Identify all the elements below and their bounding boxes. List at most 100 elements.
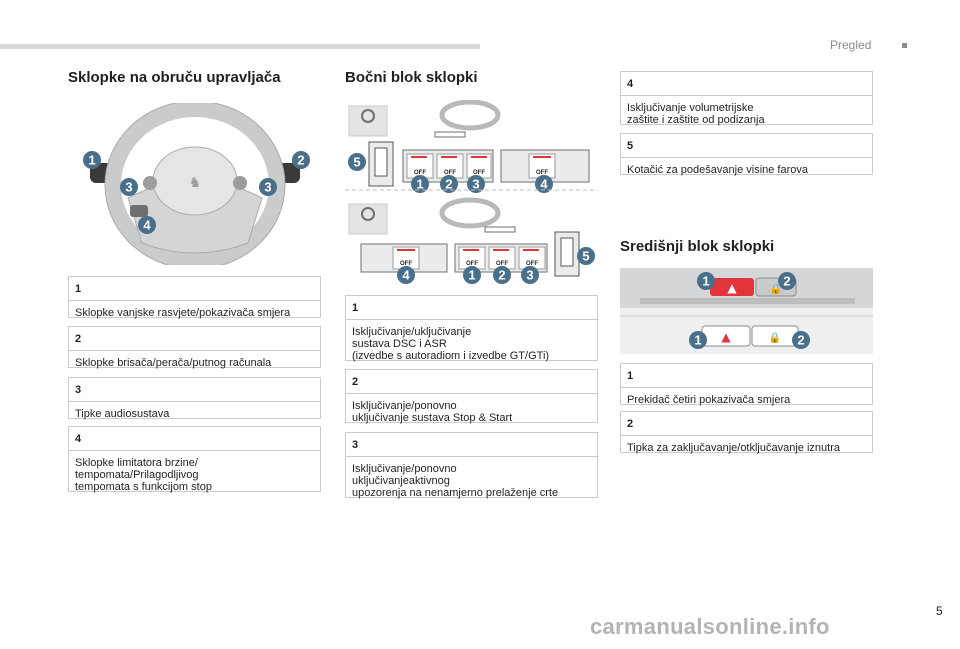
- svg-text:2: 2: [445, 177, 452, 192]
- callout-5-bottom: 5: [577, 247, 595, 265]
- side-heading: Bočni blok sklopki: [345, 69, 478, 86]
- section-title: Pregled: [830, 38, 872, 52]
- side-item-1: 1 Isključivanje/uključivanje sustava DSC…: [345, 295, 598, 362]
- svg-text:2: 2: [498, 268, 505, 283]
- audio-buttons-left: [143, 176, 157, 190]
- item-text: Sklopke limitatora brzine/ tempomata/Pri…: [69, 450, 320, 499]
- callout-4-bottom: 4: [397, 266, 415, 284]
- svg-text:OFF: OFF: [400, 261, 412, 267]
- svg-text:2: 2: [783, 274, 790, 289]
- header-square-icon: [902, 43, 907, 48]
- side-switch-illustration: OFF OFF OFF OFF 5 1 2 3 4 OFF OFF OFF OF…: [345, 100, 598, 284]
- steering-wheel-illustration: ♞ 1 2 3 3 4: [68, 103, 321, 265]
- header-bar: [0, 44, 480, 49]
- svg-text:▲: ▲: [727, 281, 737, 295]
- svg-text:3: 3: [526, 268, 533, 283]
- svg-text:3: 3: [264, 180, 271, 195]
- item-number: 2: [352, 376, 359, 388]
- item-number: 1: [75, 283, 82, 295]
- steering-item-2: 2 Sklopke brisača/perača/putnog računala: [68, 326, 321, 369]
- item-number: 5: [627, 140, 634, 152]
- svg-text:3: 3: [125, 180, 132, 195]
- callout-2: 2: [292, 151, 310, 169]
- callout-2-top: 2: [440, 175, 458, 193]
- steering-item-1: 1 Sklopke vanjske rasvjete/pokazivača sm…: [68, 276, 321, 319]
- callout-3-top: 3: [467, 175, 485, 193]
- bottom-diagram: OFF OFF OFF OFF 4 1 2 3 5: [348, 197, 595, 284]
- wheel-rim: [105, 103, 285, 265]
- center-item-2: 2 Tipka za zaključavanje/otključavanje i…: [620, 411, 873, 454]
- svg-text:OFF: OFF: [473, 170, 485, 176]
- callout-5-top: 5: [348, 153, 366, 171]
- svg-text:🔒: 🔒: [770, 283, 782, 295]
- svg-text:4: 4: [540, 177, 548, 192]
- svg-text:OFF: OFF: [526, 261, 538, 267]
- callout-3-right: 3: [259, 178, 277, 196]
- item-text: Isključivanje volumetrijske zaštite i za…: [621, 95, 872, 132]
- callout-1-bottom: 1: [463, 266, 481, 284]
- side-item-2: 2 Isključivanje/ponovno uključivanje sus…: [345, 369, 598, 424]
- steering-heading: Sklopke na obruču upravljača: [68, 69, 281, 86]
- svg-text:2: 2: [797, 333, 804, 348]
- item-text: Prekidač četiri pokazivača smjera: [621, 387, 872, 412]
- svg-text:OFF: OFF: [466, 261, 478, 267]
- item-text: Tipka za zaključavanje/otključavanje izn…: [621, 435, 872, 460]
- hazard-button-top: [710, 278, 754, 296]
- item-number: 1: [627, 370, 634, 382]
- svg-text:1: 1: [694, 333, 701, 348]
- svg-text:5: 5: [582, 249, 589, 264]
- center-switch-illustration: ▲ 🔒 ▲ 🔒 1 2 1 2: [620, 268, 873, 354]
- svg-text:OFF: OFF: [444, 170, 456, 176]
- item-text: Isključivanje/ponovno uključivanje susta…: [346, 393, 597, 430]
- svg-text:4: 4: [402, 268, 410, 283]
- item-number: 4: [75, 433, 82, 445]
- center-item-1: 1 Prekidač četiri pokazivača smjera: [620, 363, 873, 406]
- svg-text:🔒: 🔒: [769, 332, 781, 344]
- callout-1-bottom: 1: [689, 331, 707, 349]
- callout-2-bottom: 2: [493, 266, 511, 284]
- item-number: 2: [75, 333, 82, 345]
- callout-3-left: 3: [120, 178, 138, 196]
- page-number: 5: [936, 604, 943, 618]
- item-text: Isključivanje/uključivanje sustava DSC i…: [346, 319, 597, 368]
- svg-text:3: 3: [472, 177, 479, 192]
- steering-item-3: 3 Tipke audiosustava: [68, 377, 321, 420]
- item-text: Sklopke brisača/perača/putnog računala: [69, 350, 320, 375]
- svg-text:1: 1: [88, 153, 95, 168]
- top-diagram: OFF OFF OFF OFF 5 1 2 3 4: [348, 100, 590, 193]
- item-number: 3: [352, 439, 359, 451]
- callout-2-top: 2: [778, 272, 796, 290]
- svg-text:▲: ▲: [721, 330, 731, 344]
- item-text: Kotačić za podešavanje visine farova: [621, 157, 872, 182]
- svg-text:1: 1: [702, 274, 709, 289]
- item-number: 1: [352, 302, 359, 314]
- center-heading: Središnji blok sklopki: [620, 238, 775, 255]
- cruise-stalk: [130, 205, 148, 217]
- callout-3-bottom: 3: [521, 266, 539, 284]
- svg-text:OFF: OFF: [496, 261, 508, 267]
- callout-2-bottom: 2: [792, 331, 810, 349]
- svg-text:OFF: OFF: [536, 170, 548, 176]
- item-number: 3: [75, 384, 82, 396]
- svg-text:♞: ♞: [189, 175, 202, 191]
- svg-text:OFF: OFF: [414, 170, 426, 176]
- item-number: 4: [627, 78, 634, 90]
- audio-buttons-right: [233, 176, 247, 190]
- item-text: Sklopke vanjske rasvjete/pokazivača smje…: [69, 300, 320, 325]
- steering-item-4: 4 Sklopke limitatora brzine/ tempomata/P…: [68, 426, 321, 493]
- item-number: 2: [627, 418, 634, 430]
- item-text: Isključivanje/ponovno uključivanjeaktivn…: [346, 456, 597, 505]
- callout-1-top: 1: [697, 272, 715, 290]
- svg-text:1: 1: [468, 268, 475, 283]
- watermark: carmanualsonline.info: [590, 614, 830, 639]
- item-text: Tipke audiosustava: [69, 401, 320, 426]
- svg-text:4: 4: [143, 218, 151, 233]
- svg-text:2: 2: [297, 153, 304, 168]
- svg-text:1: 1: [416, 177, 423, 192]
- callout-4-top: 4: [535, 175, 553, 193]
- svg-text:5: 5: [353, 155, 360, 170]
- side-item-4: 4 Isključivanje volumetrijske zaštite i …: [620, 71, 873, 126]
- side-item-5: 5 Kotačić za podešavanje visine farova: [620, 133, 873, 176]
- side-item-3: 3 Isključivanje/ponovno uključivanjeakti…: [345, 432, 598, 499]
- callout-1-top: 1: [411, 175, 429, 193]
